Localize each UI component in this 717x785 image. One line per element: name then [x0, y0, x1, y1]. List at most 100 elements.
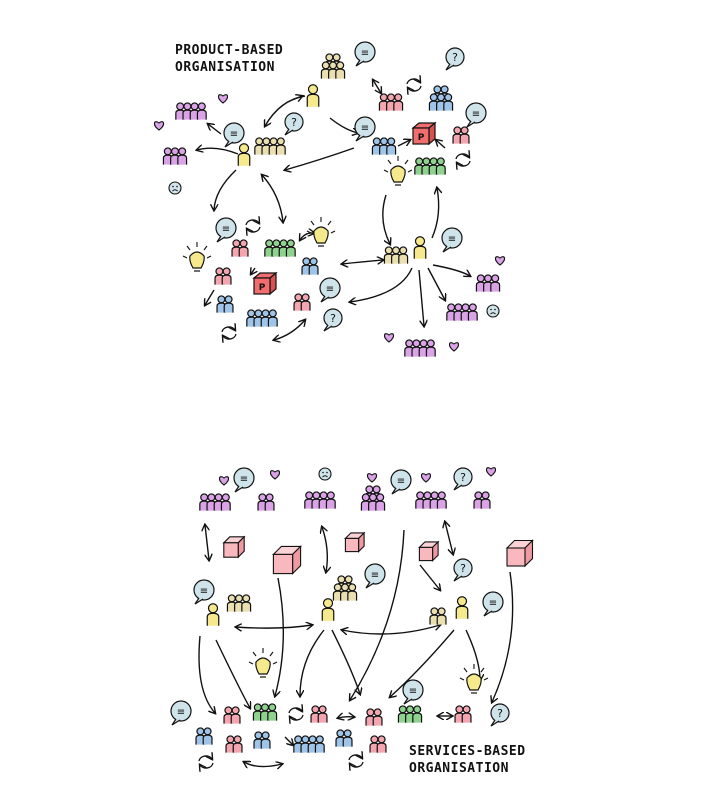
team-icon [369, 735, 387, 753]
svg-text:≡: ≡ [371, 570, 379, 581]
arrow [284, 736, 293, 745]
speech-bubble-icon: ≡ [402, 679, 424, 705]
person-icon [237, 143, 251, 166]
heart-icon [366, 473, 378, 483]
team-icon [253, 731, 271, 749]
team-icon [257, 493, 275, 511]
double-arrow [373, 80, 381, 93]
team-icon [428, 85, 454, 111]
cycle-icon [245, 220, 261, 232]
heart-icon [217, 94, 229, 104]
question-bubble-icon: ? [453, 467, 473, 491]
double-arrow [262, 175, 283, 222]
arrow [214, 169, 237, 210]
team-icon [216, 295, 234, 313]
double-arrow [342, 260, 383, 264]
svg-text:≡: ≡ [326, 284, 334, 295]
arrow [390, 629, 455, 697]
team-icon [404, 339, 436, 357]
team-icon [195, 727, 213, 745]
arrow [205, 289, 215, 305]
arrow [432, 264, 470, 276]
person-icon [413, 236, 427, 259]
arrow [208, 124, 222, 135]
team-icon [473, 491, 491, 509]
svg-text:≡: ≡ [222, 224, 230, 235]
box-icon [222, 535, 246, 559]
arrow [418, 269, 424, 326]
speech-bubble-icon: ≡ [354, 41, 376, 67]
svg-text:P: P [259, 283, 266, 293]
product-box-icon: P [252, 271, 278, 296]
svg-text:?: ? [452, 51, 458, 64]
double-arrow [445, 522, 453, 554]
cycle-icon [455, 154, 471, 166]
lightbulb-icon [182, 242, 212, 272]
box-icon [505, 539, 534, 568]
svg-text:≡: ≡ [177, 707, 185, 718]
double-arrow [322, 527, 327, 572]
product-based-label: PRODUCT-BASED ORGANISATION [175, 42, 283, 76]
items-layer: ≡? ≡ ≡? ≡ P ≡ P ≡? ≡ ≡ ≡? ≡ ≡? ≡ ≡ ≡? [153, 41, 534, 768]
speech-bubble-icon: ≡ [223, 122, 245, 148]
arrow [275, 577, 285, 696]
arrow [427, 267, 445, 300]
svg-text:≡: ≡ [472, 109, 480, 120]
lightbulb-icon [306, 217, 336, 247]
svg-text:≡: ≡ [397, 476, 405, 487]
team-icon [252, 703, 278, 721]
arrow [251, 268, 255, 274]
arrow [331, 629, 360, 694]
team-icon [304, 491, 336, 509]
arrow [329, 117, 358, 133]
heart-icon [218, 476, 230, 486]
team-icon [365, 708, 383, 726]
team-icon [225, 735, 243, 753]
sad-face-icon [486, 304, 500, 318]
svg-text:≡: ≡ [448, 234, 456, 245]
product-box-icon: P [411, 121, 437, 146]
heart-icon [269, 470, 281, 480]
speech-bubble-icon: ≡ [170, 700, 192, 726]
question-bubble-icon: ? [490, 703, 510, 727]
double-arrow [300, 233, 314, 240]
svg-text:≡: ≡ [361, 123, 369, 134]
box-icon [418, 540, 440, 562]
arrow [285, 147, 355, 170]
team-icon [446, 303, 478, 321]
team-icon [335, 729, 353, 747]
cycle-icon [288, 708, 304, 720]
double-arrow [338, 717, 354, 718]
double-arrow [274, 320, 305, 340]
team-icon [320, 53, 346, 79]
question-bubble-icon: ? [453, 558, 473, 582]
team-icon [226, 594, 252, 612]
team-icon [310, 705, 328, 723]
lightbulb-icon [248, 648, 278, 678]
arrow [350, 267, 413, 302]
arrow [291, 96, 302, 100]
arrow [215, 639, 250, 708]
speech-bubble-icon: ≡ [233, 467, 255, 493]
svg-text:≡: ≡ [240, 474, 248, 485]
svg-text:≡: ≡ [409, 686, 417, 697]
svg-text:≡: ≡ [489, 598, 497, 609]
arrow [382, 194, 390, 244]
team-icon [332, 575, 358, 601]
svg-text:P: P [418, 133, 425, 143]
cycle-icon [221, 327, 237, 339]
speech-bubble-icon: ≡ [215, 217, 237, 243]
svg-text:?: ? [460, 471, 466, 484]
svg-text:≡: ≡ [230, 129, 238, 140]
heart-icon [420, 473, 432, 483]
svg-text:?: ? [460, 562, 466, 575]
double-arrow [342, 625, 440, 634]
lightbulb-icon [459, 664, 489, 694]
question-bubble-icon: ? [284, 112, 304, 136]
double-arrow [236, 625, 312, 628]
speech-bubble-icon: ≡ [193, 579, 215, 605]
heart-icon [485, 467, 497, 477]
team-icon [301, 257, 319, 275]
svg-text:?: ? [330, 312, 336, 325]
